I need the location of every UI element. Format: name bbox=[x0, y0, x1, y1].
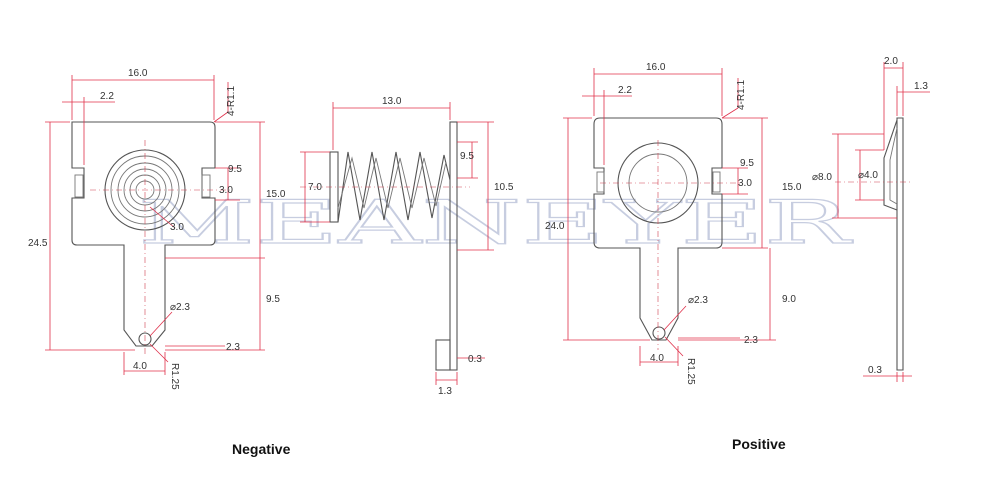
neg-height-label: 24.5 bbox=[28, 238, 48, 249]
positive-side-view: 2.0 1.3 ⌀8.0 ⌀4.0 0.3 bbox=[812, 56, 930, 382]
pos-hole-dia-label: ⌀2.3 bbox=[688, 295, 708, 306]
neg-radius-label: 4-R1.1 bbox=[226, 86, 237, 116]
neg-spring-dia-label: 7.0 bbox=[308, 182, 322, 193]
neg-tab-radius-label: R1.25 bbox=[169, 363, 180, 390]
neg-tab-length-label: 9.5 bbox=[266, 294, 280, 305]
neg-tab-gap-label: 2.3 bbox=[226, 342, 240, 353]
negative-front-view: 16.0 2.2 4-R1.1 24.5 9.5 3.0 3.0 9.5 ⌀2.… bbox=[28, 68, 280, 390]
pos-body-height-label: 15.0 bbox=[782, 182, 802, 193]
neg-slot-spacing-label: 9.5 bbox=[228, 164, 242, 175]
neg-hole-dia-label: ⌀2.3 bbox=[170, 302, 190, 313]
pos-tab-radius-label: R1.25 bbox=[685, 358, 696, 385]
neg-inner-height-label: 9.5 bbox=[460, 151, 474, 162]
pos-outer-dia-label: ⌀8.0 bbox=[812, 172, 832, 183]
neg-width-label: 16.0 bbox=[128, 68, 148, 79]
neg-tab-width-label: 4.0 bbox=[133, 361, 147, 372]
neg-center-offset-label: 3.0 bbox=[170, 222, 184, 233]
neg-foot-length-label: 1.3 bbox=[438, 386, 452, 397]
neg-plate-thickness-label: 0.3 bbox=[468, 354, 482, 365]
pos-inner-dia-label: ⌀4.0 bbox=[858, 170, 878, 181]
negative-caption: Negative bbox=[232, 441, 291, 457]
negative-side-view: 13.0 7.0 9.5 15.0 10.5 0.3 1.3 bbox=[266, 96, 514, 397]
pos-tab-length-label: 9.0 bbox=[782, 294, 796, 305]
pos-tab-width-label: 4.0 bbox=[650, 353, 664, 364]
positive-caption: Positive bbox=[732, 436, 786, 452]
pos-height-label: 24.0 bbox=[545, 221, 565, 232]
pos-offset-label: 2.2 bbox=[618, 85, 632, 96]
neg-spring-length-label: 13.0 bbox=[382, 96, 402, 107]
neg-offset-label: 2.2 bbox=[100, 91, 114, 102]
neg-slot-height-label: 3.0 bbox=[219, 185, 233, 196]
pos-width-label: 16.0 bbox=[646, 62, 666, 73]
pos-slot-spacing-label: 9.5 bbox=[740, 158, 754, 169]
neg-spring-span-label: 10.5 bbox=[494, 182, 514, 193]
pos-tab-gap-label: 2.3 bbox=[744, 335, 758, 346]
pos-bump-depth-label: 1.3 bbox=[914, 81, 928, 92]
pos-slot-height-label: 3.0 bbox=[738, 178, 752, 189]
pos-radius-label: 4-R1.1 bbox=[736, 80, 747, 110]
watermark: MEANEYER bbox=[138, 188, 853, 258]
pos-thickness-label: 0.3 bbox=[868, 365, 882, 376]
positive-front-view: 16.0 2.2 4-R1.1 24.0 9.5 3.0 15.0 9.0 ⌀2… bbox=[545, 62, 802, 385]
pos-top-width-label: 2.0 bbox=[884, 56, 898, 67]
neg-outer-height-label: 15.0 bbox=[266, 189, 286, 200]
